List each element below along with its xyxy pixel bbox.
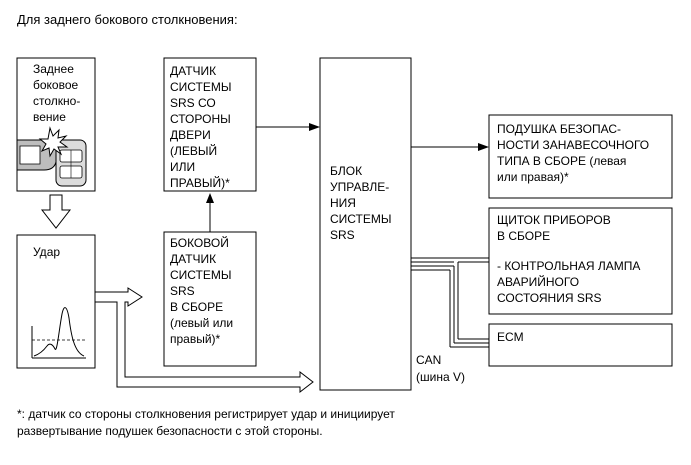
ecm-label: ECM	[497, 330, 524, 344]
door-sensor-box	[163, 57, 257, 192]
door-to-control-arrow	[256, 123, 320, 131]
side-impact-label: Заднее боковое столкно- вение	[33, 62, 84, 124]
down-arrow-icon	[40, 194, 72, 229]
curtain-airbag-box	[488, 114, 673, 199]
curtain-airbag-label: ПОДУШКА БЕЗОПАС- НОСТИ ЗАНАВЕСОЧНОГО ТИП…	[497, 122, 652, 184]
instrument-panel-label: ЩИТОК ПРИБОРОВ В СБОРЕ - КОНТРОЛЬНАЯ ЛАМ…	[497, 213, 644, 305]
side-sensor-box	[163, 231, 257, 367]
instrument-panel-box	[488, 207, 673, 315]
ecm-box	[488, 323, 673, 367]
diagram-title: Для заднего бокового столкновения:	[17, 12, 238, 27]
impact-label: Удар	[33, 245, 60, 259]
can-bus-label: CAN (шина V)	[416, 353, 465, 384]
impact-signal-graph-icon	[31, 307, 86, 359]
side-sensor-label: БОКОВОЙ ДАТЧИК СИСТЕМЫ SRS В СБОРЕ (левы…	[170, 235, 236, 346]
side-to-door-arrow	[206, 193, 214, 232]
can-bus-lines	[411, 257, 489, 348]
control-to-airbag-arrow	[411, 143, 489, 151]
impact-box	[16, 234, 96, 369]
door-sensor-label: ДАТЧИК СИСТЕМЫ SRS СО СТОРОНЫ ДВЕРИ (ЛЕВ…	[170, 64, 235, 190]
footnote: *: датчик со стороны столкновения регист…	[17, 407, 398, 438]
impact-hollow-arrows	[94, 287, 314, 394]
srs-control-unit-label: БЛОК УПРАВЛЕ- НИЯ СИСТЕМЫ SRS	[330, 164, 395, 242]
car-collision-illustration	[16, 126, 87, 187]
srs-control-unit-box	[319, 57, 412, 391]
impact-burst-icon	[38, 126, 69, 158]
